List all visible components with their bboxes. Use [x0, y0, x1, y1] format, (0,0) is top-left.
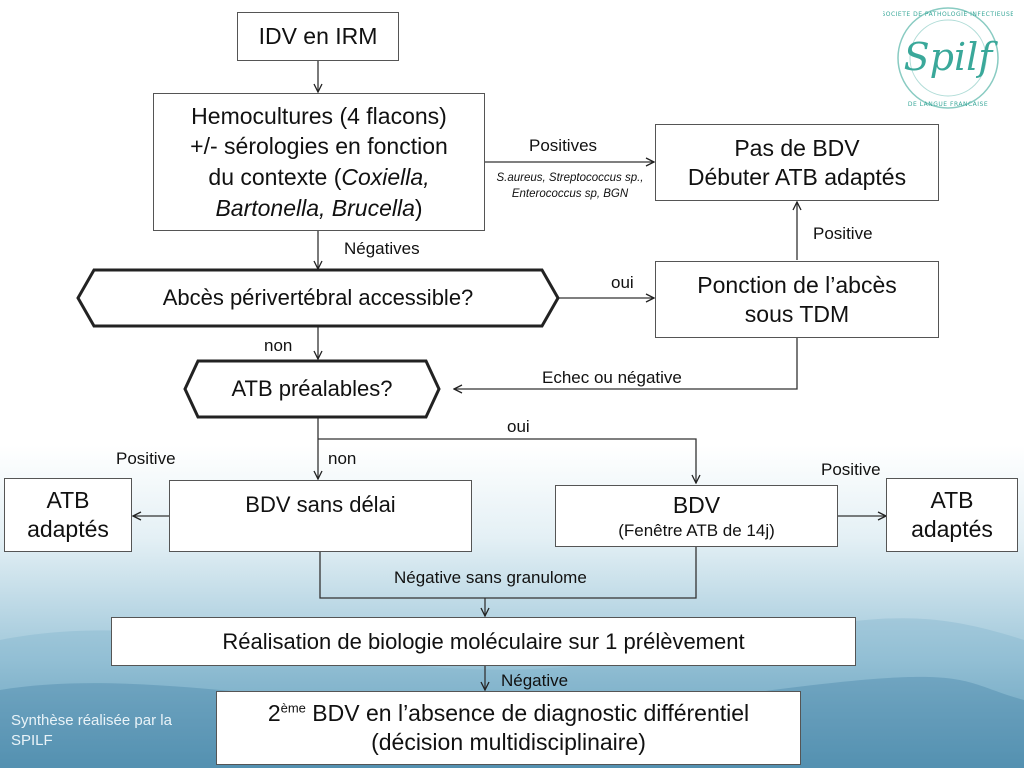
label-negative: Négative — [501, 671, 569, 690]
label-oui-abces: oui — [611, 273, 634, 292]
idv-irm-box: IDV en IRM — [237, 12, 399, 61]
footer-credit: Synthèse réalisée par la SPILF — [11, 711, 211, 752]
label-negatives: Négatives — [344, 239, 420, 258]
atb-left-line-2: adaptés — [27, 516, 109, 542]
atb-left-line-1: ATB — [46, 487, 90, 514]
hemocultures-box: Hemocultures (4 flacons) +/- sérologies … — [153, 93, 485, 231]
footer-line-2: SPILF — [11, 732, 53, 750]
hemocultures-line-2: +/- sérologies en fonction — [190, 133, 448, 160]
svg-text:Spilf: Spilf — [904, 35, 999, 79]
atb-prealables-label: ATB préalables? — [231, 376, 393, 401]
spilf-logo: Spilf SOCIETE DE PATHOLOGIE INFECTIEUSE … — [883, 2, 1013, 114]
biologie-moleculaire-box: Réalisation de biologie moléculaire sur … — [111, 617, 856, 666]
bdv-subtitle: (Fenêtre ATB de 14j) — [618, 520, 775, 540]
biologie-moleculaire-label: Réalisation de biologie moléculaire sur … — [222, 628, 745, 654]
atb-right-line-2: adaptés — [911, 516, 993, 542]
svg-text:SOCIETE DE PATHOLOGIE INFECTIE: SOCIETE DE PATHOLOGIE INFECTIEUSE — [883, 11, 1013, 18]
label-positives-detail: S.aureus, Streptococcus sp., Enterococcu… — [496, 172, 644, 200]
label-oui-atb: oui — [507, 417, 530, 436]
second-bdv-line-1: 2ème BDV en l’absence de diagnostic diff… — [267, 700, 750, 727]
ponction-line-1: Ponction de l’abcès — [697, 271, 897, 298]
label-non-atb: non — [328, 449, 357, 468]
label-positive-right: Positive — [821, 460, 881, 479]
ponction-line-2: sous TDM — [744, 300, 850, 327]
idv-irm-label: IDV en IRM — [258, 23, 378, 50]
ponction-box: Ponction de l’abcès sous TDM — [655, 261, 939, 338]
label-non-abces: non — [264, 336, 293, 355]
hemocultures-line-3: du contexte (Coxiella, — [208, 164, 430, 190]
footer-line-1: Synthèse réalisée par la — [11, 712, 172, 729]
pas-de-bdv-line-2: Débuter ATB adaptés — [687, 163, 907, 190]
second-bdv-box: 2ème BDV en l’absence de diagnostic diff… — [216, 691, 801, 765]
bdv-label: BDV — [672, 492, 721, 518]
abces-perivertebral-node: Abcès périvertébral accessible? — [78, 270, 558, 326]
bdv-sans-delai-box: BDV sans délai — [169, 480, 472, 552]
second-bdv-line-2: (décision multidisciplinaire) — [371, 729, 646, 755]
atb-adaptes-left-box: ATB adaptés — [4, 478, 132, 552]
svg-text:DE LANGUE FRANCAISE: DE LANGUE FRANCAISE — [908, 101, 988, 108]
atb-prealables-hexagon-shape — [183, 359, 441, 419]
pas-de-bdv-line-1: Pas de BDV — [734, 134, 860, 161]
label-positive-left: Positive — [116, 449, 176, 468]
atb-prealables-node: ATB préalables? — [185, 361, 439, 417]
bdv-sans-delai-label: BDV sans délai — [245, 492, 396, 517]
hemocultures-line-1: Hemocultures (4 flacons) — [191, 102, 447, 129]
label-negative-sans-granulome: Négative sans granulome — [394, 568, 587, 587]
bdv-box: BDV (Fenêtre ATB de 14j) — [555, 485, 838, 547]
label-positive-ponction: Positive — [813, 224, 873, 243]
abces-hexagon-shape — [76, 268, 560, 328]
abces-label: Abcès périvertébral accessible? — [162, 285, 474, 310]
hemocultures-line-4: Bartonella, Brucella) — [215, 194, 423, 221]
label-echec: Echec ou négative — [542, 368, 682, 387]
label-positives: Positives — [529, 136, 598, 155]
pas-de-bdv-box: Pas de BDV Débuter ATB adaptés — [655, 124, 939, 201]
atb-right-line-1: ATB — [930, 487, 974, 514]
atb-adaptes-right-box: ATB adaptés — [886, 478, 1018, 552]
